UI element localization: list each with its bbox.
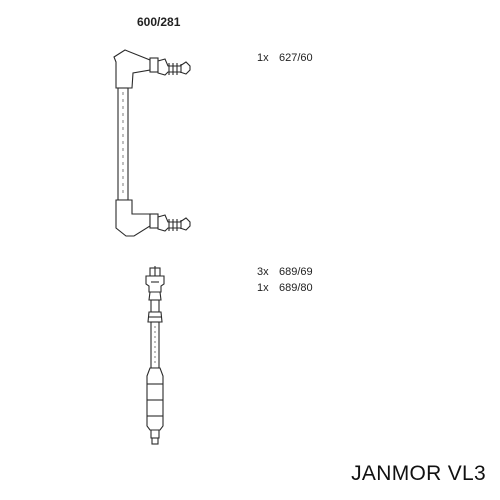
component-code-3: 689/80 — [279, 282, 313, 294]
boot-tip — [150, 429, 160, 439]
part-number-label: 600/281 — [137, 15, 181, 29]
component-code-2: 689/69 — [279, 266, 313, 278]
long-ignition-lead-drawing — [113, 49, 191, 237]
spark-plug-lead-drawing — [145, 266, 165, 445]
bottom-boot-collar — [149, 213, 159, 229]
coil-terminal-clip — [145, 266, 165, 293]
brand-label: JANMOR VL3 — [351, 462, 486, 485]
top-terminal-connector — [157, 58, 191, 76]
plug-terminal — [151, 437, 159, 445]
top-boot-collar — [149, 57, 159, 73]
top-angled-boot — [113, 49, 151, 89]
spark-plug-boot — [146, 367, 164, 431]
component-qty-1: 1x — [257, 52, 269, 64]
component-qty-3: 1x — [257, 282, 269, 294]
connector-body — [150, 299, 160, 313]
bottom-angled-boot — [115, 199, 151, 237]
component-code-1: 627/60 — [279, 52, 313, 64]
clip-collar — [148, 291, 162, 301]
bottom-terminal-connector — [157, 214, 191, 232]
component-qty-2: 3x — [257, 266, 269, 278]
